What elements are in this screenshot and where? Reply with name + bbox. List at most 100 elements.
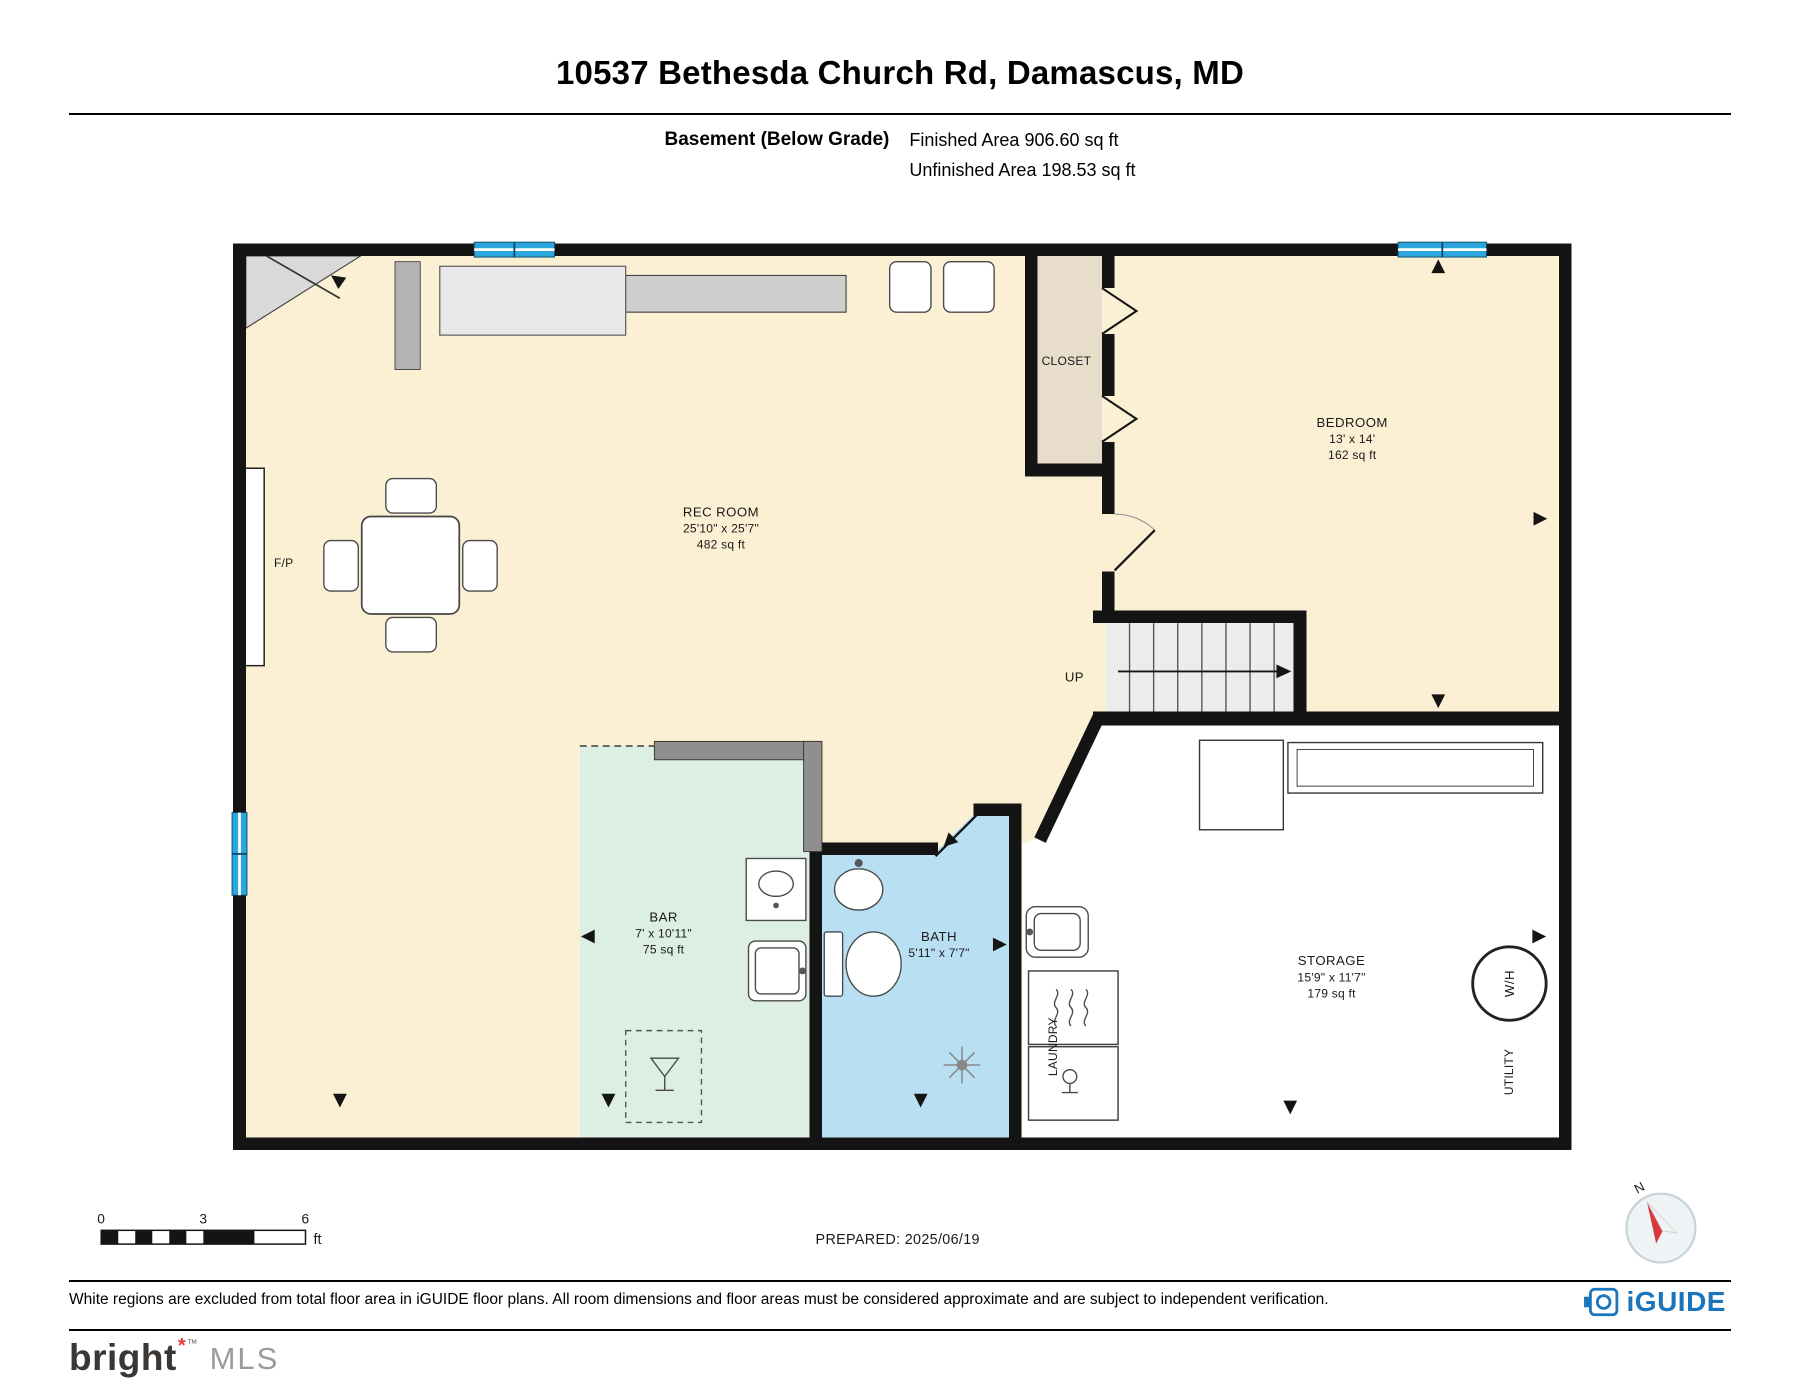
bar-counter — [653, 740, 822, 761]
fireplace-label: F/P — [274, 556, 293, 570]
furniture — [240, 255, 995, 667]
shelf-icon — [1287, 741, 1544, 794]
room-labels: REC ROOM 25'10" x 25'7" 482 sq ft BEDROO… — [274, 354, 1516, 1095]
bar-fixtures — [579, 740, 823, 1124]
chair-icon — [462, 539, 498, 592]
water-heater-icon: W/H — [1471, 945, 1548, 1022]
laundry-label: LAUNDRY — [1046, 1017, 1060, 1076]
unfinished-area: Unfinished Area 198.53 sq ft — [909, 160, 1136, 180]
direction-arrow — [601, 1093, 616, 1108]
room-fills — [245, 255, 1559, 1138]
wall-segment — [1101, 441, 1115, 515]
wall-segment — [1293, 623, 1307, 716]
media-console — [607, 274, 847, 313]
direction-arrows — [331, 259, 1548, 1115]
wall-segment — [1092, 610, 1307, 624]
direction-arrow — [333, 1093, 347, 1108]
direction-arrow — [943, 832, 959, 847]
iguide-logo-text: iGUIDE — [1626, 1286, 1726, 1317]
wall-segment — [1034, 714, 1105, 843]
doors — [934, 287, 1156, 857]
bar-appliance-icon — [625, 1029, 703, 1124]
window-icon — [1397, 241, 1487, 258]
bar-label: BAR — [649, 910, 678, 925]
scale-tick-3: 3 — [199, 1211, 207, 1226]
disclaimer-text: White regions are excluded from total fl… — [69, 1291, 1329, 1308]
wall-segment — [1101, 571, 1115, 624]
closet-floor — [1037, 255, 1102, 464]
direction-arrow — [992, 937, 1007, 952]
compass-needle-tail — [1646, 1201, 1678, 1234]
toilet-icon — [823, 931, 902, 997]
finished-area: Finished Area 906.60 sq ft — [909, 130, 1119, 150]
laundry-tub-icon — [1027, 1045, 1119, 1121]
compass-needle-north — [1646, 1201, 1663, 1244]
scale-unit: ft — [314, 1232, 322, 1248]
wall-segment — [233, 1137, 1572, 1150]
direction-arrow — [580, 929, 595, 944]
window-icon — [231, 812, 248, 896]
chair-icon — [385, 477, 438, 514]
iguide-logo-icon — [1583, 1287, 1618, 1317]
area-summary: Finished Area 906.60 sq ft Unfinished Ar… — [909, 125, 1135, 185]
scale-bar: 0 3 6 ft — [97, 1211, 321, 1248]
iguide-logo: iGUIDE — [1583, 1286, 1726, 1318]
stairwell-floor — [1105, 623, 1294, 712]
page-title: 10537 Bethesda Church Rd, Damascus, MD — [556, 54, 1244, 91]
stair-treads — [1128, 623, 1275, 712]
bedroom-door-icon — [1113, 513, 1156, 572]
bedroom-label: BEDROOM — [1317, 415, 1388, 430]
closet-label: CLOSET — [1042, 354, 1092, 368]
scale-tick-6: 6 — [302, 1211, 310, 1226]
entry-door-icon — [266, 255, 341, 300]
dryer-icon — [1027, 970, 1119, 1046]
storage-label: STORAGE — [1298, 953, 1365, 968]
storage-dims: 15'9" x 11'7" — [1297, 970, 1365, 984]
stairs-up-label: UP — [1065, 670, 1084, 685]
prepared-date: PREPARED: 2025/06/19 — [816, 1232, 980, 1248]
window-icon — [473, 241, 556, 258]
wall-segment — [1101, 333, 1115, 396]
bath-door-icon — [934, 814, 978, 857]
storage-fixtures: W/H — [1025, 739, 1548, 1121]
water-heater-label: W/H — [1502, 970, 1517, 997]
sideboard — [439, 265, 627, 336]
walls — [233, 243, 1572, 1150]
bedroom-area: 162 sq ft — [1328, 448, 1377, 462]
bar-area: 75 sq ft — [643, 943, 685, 957]
direction-arrow — [1431, 259, 1446, 274]
direction-arrow — [331, 275, 347, 289]
armchair-icon — [888, 260, 932, 313]
bath-label: BATH — [921, 929, 957, 944]
rec-room-label: REC ROOM — [683, 504, 759, 519]
sink-icon — [833, 859, 884, 911]
closet-bifold-icon — [1101, 395, 1139, 443]
brand-name: bright — [69, 1337, 177, 1378]
utility-chase — [394, 261, 421, 370]
brand-spark-icon: * — [177, 1335, 186, 1357]
chair-icon — [385, 616, 438, 653]
bath-dims: 5'11" x 7'7" — [908, 946, 969, 960]
dining-table-icon — [360, 515, 461, 615]
wall-segment — [809, 842, 938, 856]
light-icon — [943, 1046, 981, 1084]
stairs: UP — [1065, 623, 1292, 712]
bar-dims: 7' x 10'11" — [635, 927, 692, 941]
scale-segment — [135, 1230, 153, 1245]
bar-counter — [803, 740, 823, 853]
title-divider — [69, 113, 1731, 115]
brand-trademark: ™ — [186, 1338, 198, 1350]
wall-segment — [1558, 243, 1572, 1150]
footer-divider-bottom — [69, 1329, 1731, 1331]
wall-segment — [233, 243, 246, 1150]
utility-sink-icon — [1025, 905, 1089, 958]
wall-segment — [1092, 711, 1572, 726]
armchair-icon — [942, 260, 995, 313]
brand-suffix: MLS — [209, 1341, 280, 1376]
bath-fixtures — [823, 859, 981, 1084]
direction-arrow — [1532, 929, 1547, 944]
floor-summary: Basement (Below Grade) Finished Area 906… — [0, 125, 1800, 185]
windows — [231, 241, 1487, 896]
